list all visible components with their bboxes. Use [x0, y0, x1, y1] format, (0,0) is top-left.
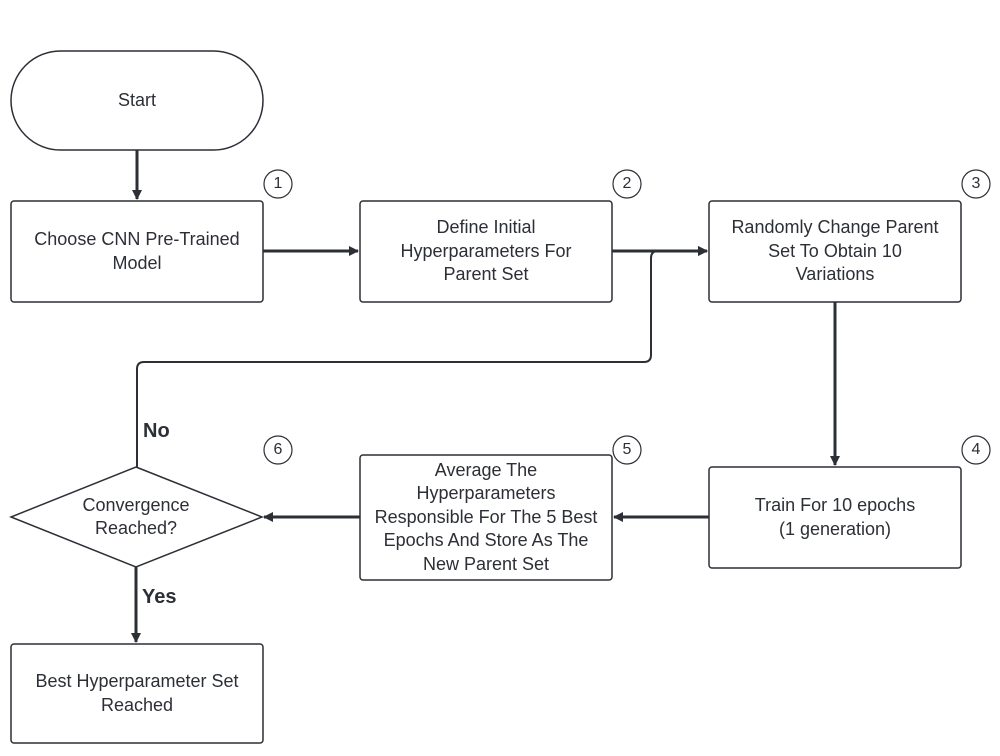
badge-4: 4	[971, 441, 981, 458]
randomly-change-label: Randomly Change Parent Set To Obtain 10 …	[731, 217, 939, 285]
convergence-label: Convergence Reached?	[82, 494, 190, 539]
define-hyperparameters-label: Define Initial Hyperparameters For Paren…	[400, 217, 572, 285]
edge-convergence-no-loop	[136, 246, 708, 467]
badge-3: 3	[971, 175, 981, 192]
edge-label-yes: Yes	[142, 586, 177, 608]
badge-2: 2	[622, 175, 632, 192]
choose-model-label: Choose CNN Pre-Trained Model	[34, 229, 240, 273]
best-set-label: Best Hyperparameter Set Reached	[35, 671, 239, 715]
train-label: Train For 10 epochs (1 generation)	[754, 495, 916, 539]
badge-circle-5	[612, 435, 642, 465]
best-set-box	[10, 643, 264, 744]
badge-circle-3	[961, 169, 991, 199]
badge-5: 5	[622, 441, 632, 458]
start-label: Start	[117, 89, 156, 110]
badge-6: 6	[273, 441, 283, 458]
average-label: Average The Hyperparameters Responsible …	[374, 459, 598, 574]
badge-circle-4	[961, 435, 991, 465]
badge-1: 1	[273, 175, 283, 192]
badge-circle-2	[612, 169, 642, 199]
edge-label-no: No	[143, 420, 170, 442]
badge-circle-6	[263, 435, 293, 465]
badge-circle-1	[263, 169, 293, 199]
